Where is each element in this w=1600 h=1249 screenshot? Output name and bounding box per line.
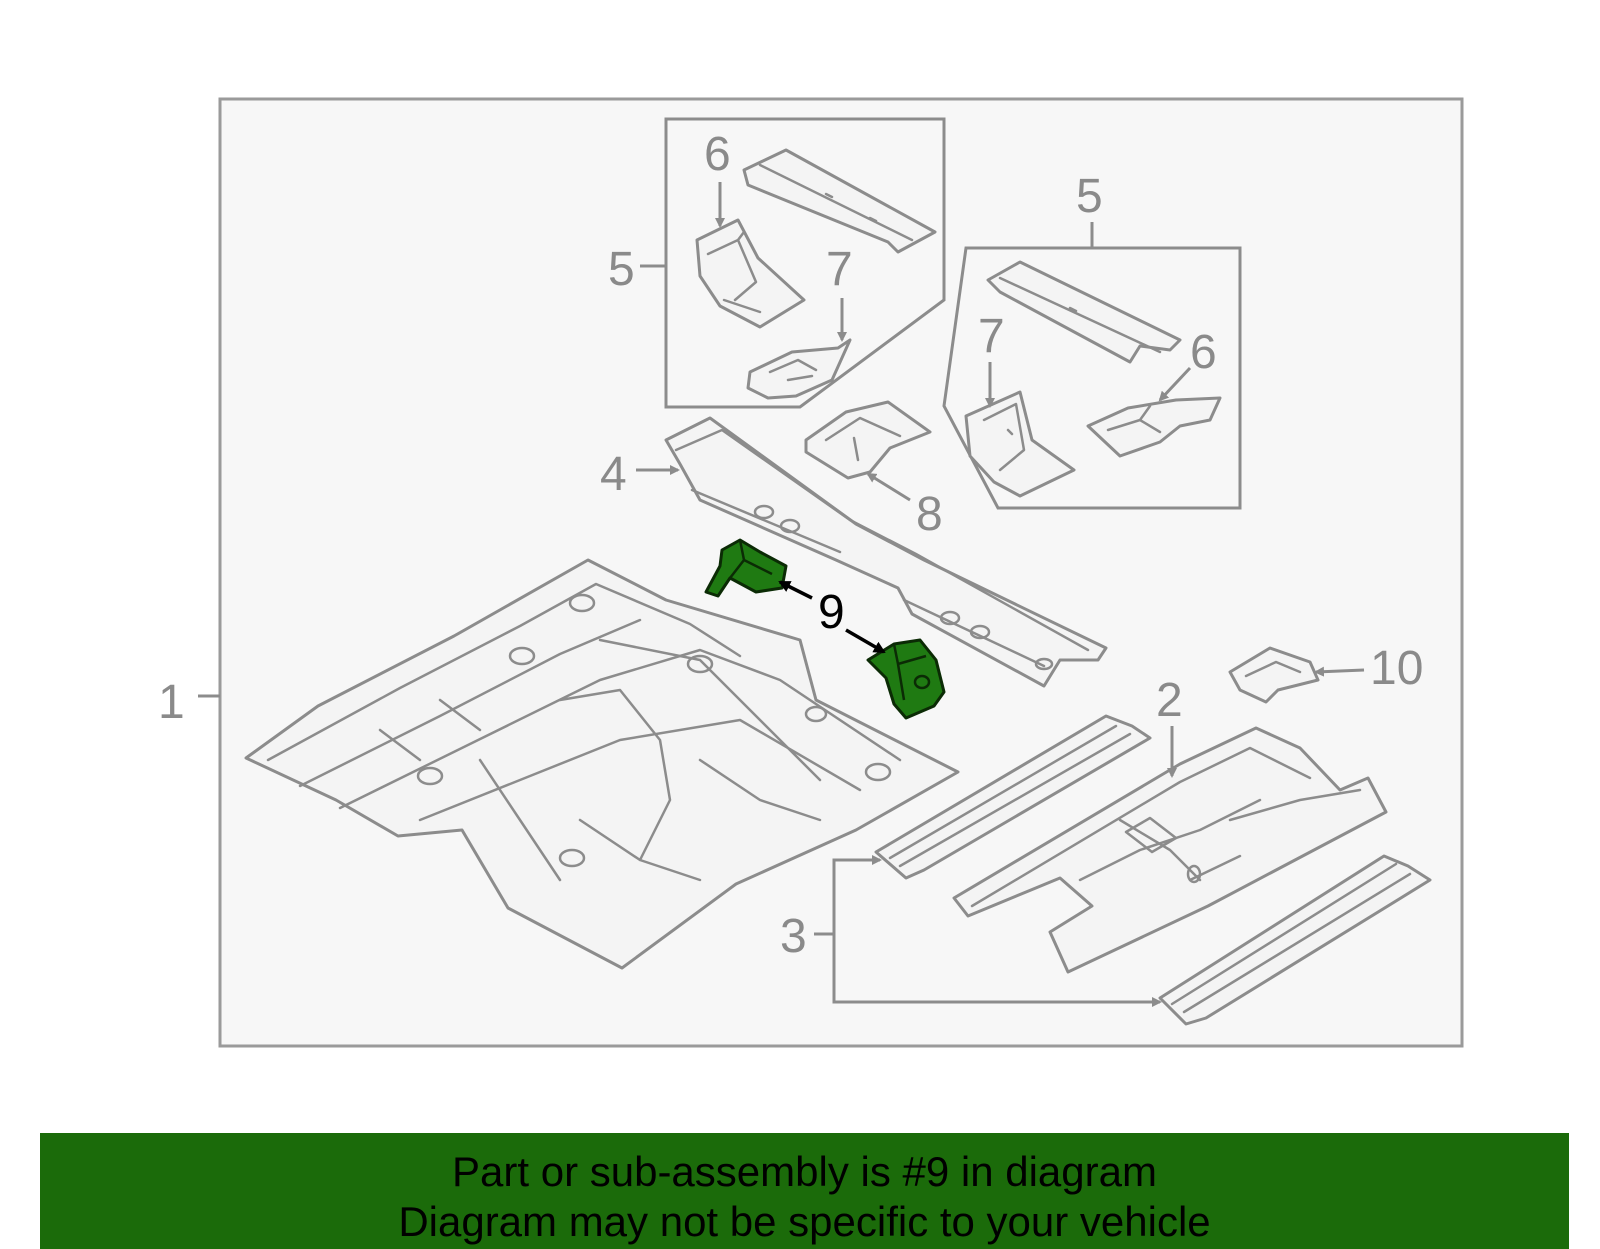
svg-text:7: 7	[826, 243, 853, 296]
callout-9: 9	[778, 580, 886, 654]
svg-text:4: 4	[600, 448, 627, 501]
part-10: 10	[1228, 642, 1423, 704]
svg-text:9: 9	[818, 586, 845, 639]
part-3-upper-rail	[874, 714, 1152, 880]
callout-6-left: 6	[704, 128, 731, 228]
part-9-right-bracket	[866, 638, 946, 720]
callout-5-left: 5	[608, 243, 666, 296]
callout-6-right: 6	[1158, 326, 1217, 402]
svg-text:6: 6	[704, 128, 731, 181]
info-banner: Part or sub-assembly is #9 in diagram Di…	[40, 1133, 1569, 1249]
part-4: 4	[600, 416, 1108, 688]
inset-box-left	[664, 117, 946, 409]
inset-box-right	[942, 246, 1242, 510]
svg-text:2: 2	[1156, 674, 1183, 727]
svg-text:5: 5	[1076, 170, 1103, 223]
callout-7-left: 7	[826, 243, 853, 342]
banner-line-2: Diagram may not be specific to your vehi…	[398, 1198, 1211, 1245]
svg-text:8: 8	[916, 488, 943, 541]
banner-line-1: Part or sub-assembly is #9 in diagram	[452, 1148, 1157, 1195]
svg-text:3: 3	[780, 910, 807, 963]
part-8: 8	[804, 400, 943, 541]
svg-text:5: 5	[608, 243, 635, 296]
svg-text:7: 7	[978, 310, 1005, 363]
part-9-left-bracket	[704, 538, 788, 598]
callout-7-right: 7	[978, 310, 1005, 408]
part-1: 1	[158, 558, 960, 970]
parts-diagram: 5 6 7 5 6 7 8	[158, 97, 1464, 1048]
diagram-frame	[218, 97, 1464, 1048]
part-3-lower-rail	[1158, 854, 1432, 1026]
svg-text:1: 1	[158, 676, 185, 729]
part-2: 2	[952, 674, 1388, 974]
callout-3: 3	[780, 855, 1162, 1007]
svg-text:10: 10	[1370, 642, 1423, 695]
svg-text:6: 6	[1190, 326, 1217, 379]
callout-5-right: 5	[1076, 170, 1103, 248]
